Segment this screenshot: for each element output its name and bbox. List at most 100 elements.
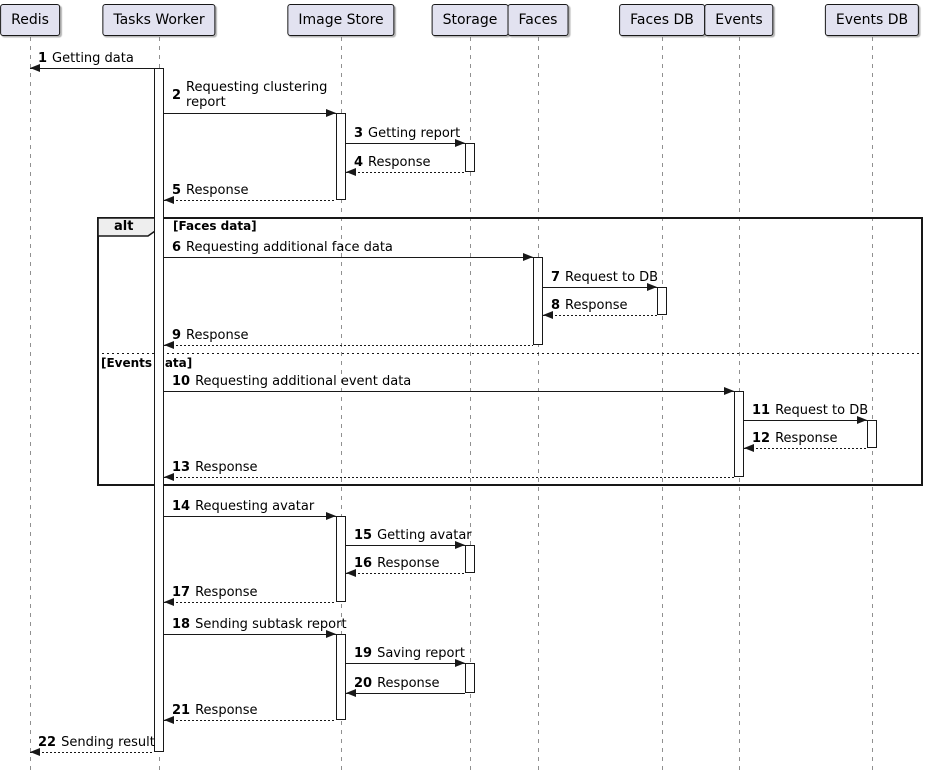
message-text: Requesting additional event data [195, 374, 412, 389]
message-line-11 [744, 420, 867, 421]
activation-image-store [336, 516, 346, 602]
message-line-9 [164, 345, 533, 346]
message-number: 16 [354, 556, 373, 571]
message-label-9: 9 Response [172, 328, 248, 343]
message-line-12 [744, 448, 867, 449]
arrowhead-icon-20 [346, 689, 356, 697]
lifeline-image-store [340, 37, 342, 770]
arrowhead-icon-5 [164, 196, 174, 204]
arrowhead-icon-12 [744, 444, 754, 452]
arrowhead-icon-10 [724, 387, 734, 395]
activation-faces-db [657, 287, 667, 315]
arrowhead-icon-6 [523, 253, 533, 261]
message-number: 2 [172, 87, 182, 103]
message-number: 8 [551, 298, 561, 313]
message-text: Response [377, 676, 440, 691]
lifeline-events-db [871, 37, 873, 770]
arrowhead-icon-16 [346, 569, 356, 577]
activation-image-store [336, 113, 346, 200]
alt-frame-label-shape [97, 217, 159, 237]
message-text: Response [368, 155, 431, 170]
message-text: Sending subtask report [195, 617, 347, 632]
alt-guard-1: [Faces data] [173, 219, 257, 233]
message-text: Response [775, 431, 838, 446]
message-number: 17 [172, 585, 191, 600]
message-text: Response [195, 703, 258, 718]
message-text: Getting avatar [377, 528, 472, 543]
message-number: 13 [172, 460, 191, 475]
message-text: Request to DB [565, 270, 659, 285]
message-text: Response [186, 183, 249, 198]
arrowhead-icon-7 [647, 283, 657, 291]
message-label-15: 15 Getting avatar [354, 528, 472, 543]
message-label-20: 20 Response [354, 676, 440, 691]
message-number: 9 [172, 328, 182, 343]
message-text: Request to DB [775, 403, 869, 418]
message-number: 4 [354, 155, 364, 170]
message-text: Requesting avatar [195, 499, 315, 514]
message-number: 19 [354, 646, 373, 661]
message-line-7 [543, 287, 657, 288]
message-label-11: 11 Request to DB [752, 403, 868, 418]
message-line-17 [164, 602, 336, 603]
message-number: 1 [38, 51, 48, 66]
activation-tasks-worker [154, 68, 164, 752]
participant-faces: Faces [507, 4, 569, 36]
arrowhead-icon-15 [455, 541, 465, 549]
message-text: Response [195, 460, 258, 475]
message-line-19 [346, 663, 465, 664]
participant-events: Events [704, 4, 774, 36]
message-text: Saving report [377, 646, 465, 661]
arrowhead-icon-13 [164, 473, 174, 481]
message-number: 11 [752, 403, 771, 418]
message-line-5 [164, 200, 336, 201]
activation-storage [465, 545, 475, 573]
arrowhead-icon-18 [326, 630, 336, 638]
arrowhead-icon-22 [30, 748, 40, 756]
message-number: 20 [354, 676, 373, 691]
message-text: Sending result [61, 735, 155, 750]
message-label-19: 19 Saving report [354, 646, 465, 661]
lifeline-storage [469, 37, 471, 770]
participant-events-db: Events DB [824, 4, 920, 36]
arrowhead-icon-9 [164, 341, 174, 349]
activation-events [734, 391, 744, 477]
arrowhead-icon-1 [30, 64, 40, 72]
alt-frame-operator: alt [114, 219, 134, 234]
arrowhead-icon-17 [164, 598, 174, 606]
message-text: Response [186, 328, 249, 343]
message-line-4 [346, 172, 465, 173]
arrowhead-icon-19 [455, 659, 465, 667]
lifeline-faces-db [661, 37, 663, 770]
message-line-16 [346, 573, 465, 574]
message-label-5: 5 Response [172, 183, 248, 198]
message-text: Requesting additional face data [186, 240, 393, 255]
message-number: 15 [354, 528, 373, 543]
message-line-10 [164, 391, 734, 392]
participant-storage: Storage [431, 4, 509, 36]
message-number: 3 [354, 126, 364, 141]
message-line-20 [346, 693, 465, 694]
message-line-15 [346, 545, 465, 546]
participant-faces-db: Faces DB [619, 4, 705, 36]
message-text: Response [565, 298, 628, 313]
message-number: 22 [38, 735, 57, 750]
message-number: 5 [172, 183, 182, 198]
message-line-21 [164, 720, 336, 721]
message-text: Response [377, 556, 440, 571]
message-line-8 [543, 315, 657, 316]
message-number: 10 [172, 374, 191, 389]
alt-frame: alt [97, 217, 923, 486]
message-text: Getting report [368, 126, 461, 141]
message-number: 18 [172, 617, 191, 632]
message-number: 21 [172, 703, 191, 718]
arrowhead-icon-8 [543, 311, 553, 319]
message-line-22 [30, 752, 154, 753]
alt-guard-2: [Events data] [101, 356, 193, 370]
